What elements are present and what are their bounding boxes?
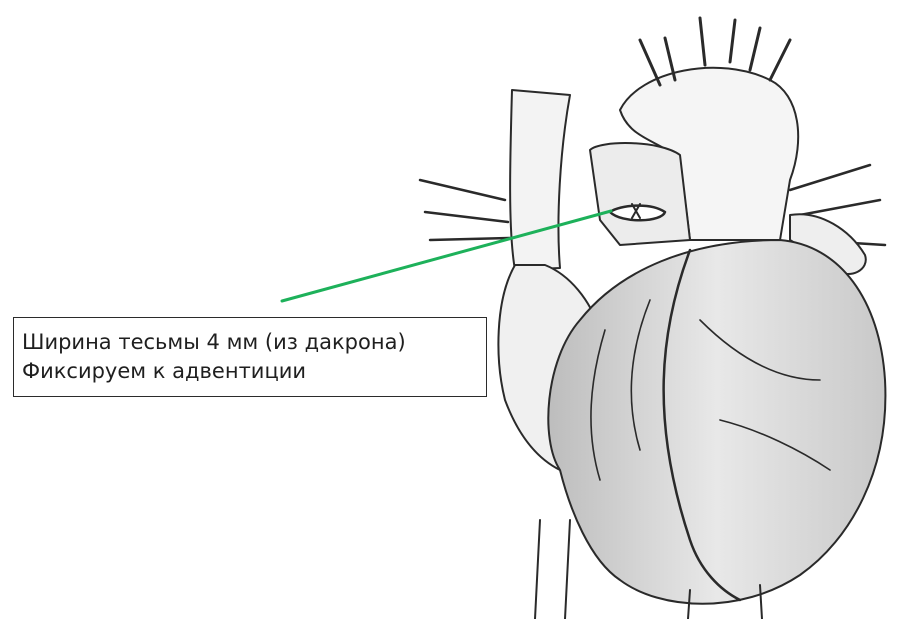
annotation-line-2: Фиксируем к адвентиции [22, 357, 486, 386]
superior-vena-cava [510, 90, 570, 270]
ventricles [548, 240, 885, 604]
pulmonary-trunk [590, 143, 690, 245]
right-pulmonary-vessels [420, 180, 510, 240]
annotation-line-1: Ширина тесьмы 4 мм (из дакрона) [22, 328, 486, 357]
heart-drawing [420, 18, 885, 619]
annotation-box: Ширина тесьмы 4 мм (из дакрона) Фиксируе… [13, 317, 487, 397]
